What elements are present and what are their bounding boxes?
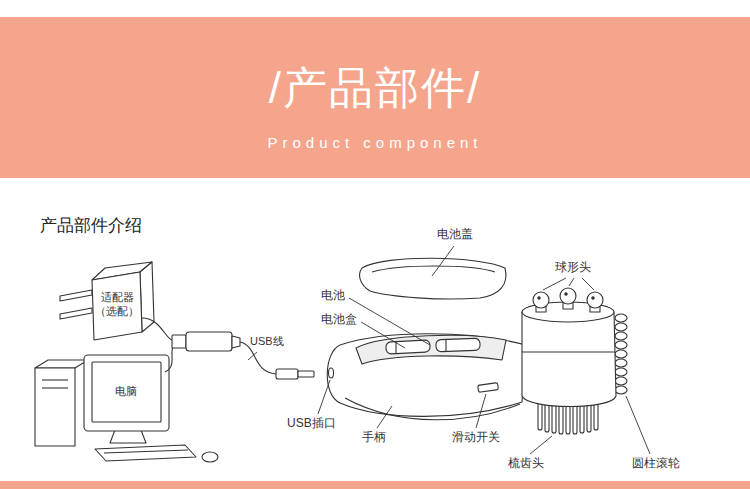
bottom-band: [0, 481, 750, 489]
computer-screen: 电脑: [104, 383, 148, 401]
part-label: 手柄: [362, 430, 386, 444]
part-label: 圆柱滚轮: [632, 456, 680, 470]
part-label: 电池盒: [321, 312, 357, 326]
part-label: 电池: [321, 288, 345, 302]
subtitle: Product component: [0, 134, 750, 152]
part-label: 电池盖: [437, 227, 473, 241]
node-text: 电脑: [106, 385, 146, 399]
adapter-box: 适配器 （选配）: [91, 289, 143, 321]
node-text: 适配器 （选配）: [93, 291, 141, 319]
usb-cable-drawing: [142, 318, 314, 379]
section-heading: 产品部件介绍: [40, 216, 142, 236]
adapter-drawing: [60, 262, 154, 340]
massager-drawing: [327, 288, 627, 434]
battery-cover-drawing: [360, 258, 506, 299]
part-label: USB线: [250, 335, 284, 348]
part-label: 球形头: [555, 260, 591, 274]
leader-lines: [248, 246, 650, 454]
part-label: 梳齿头: [508, 456, 544, 470]
part-label: USB插口: [287, 416, 336, 430]
title-band: [0, 17, 750, 178]
part-label: 滑动开关: [452, 430, 500, 444]
page-title: /产品部件/: [0, 62, 750, 115]
computer-drawing: [35, 355, 218, 462]
